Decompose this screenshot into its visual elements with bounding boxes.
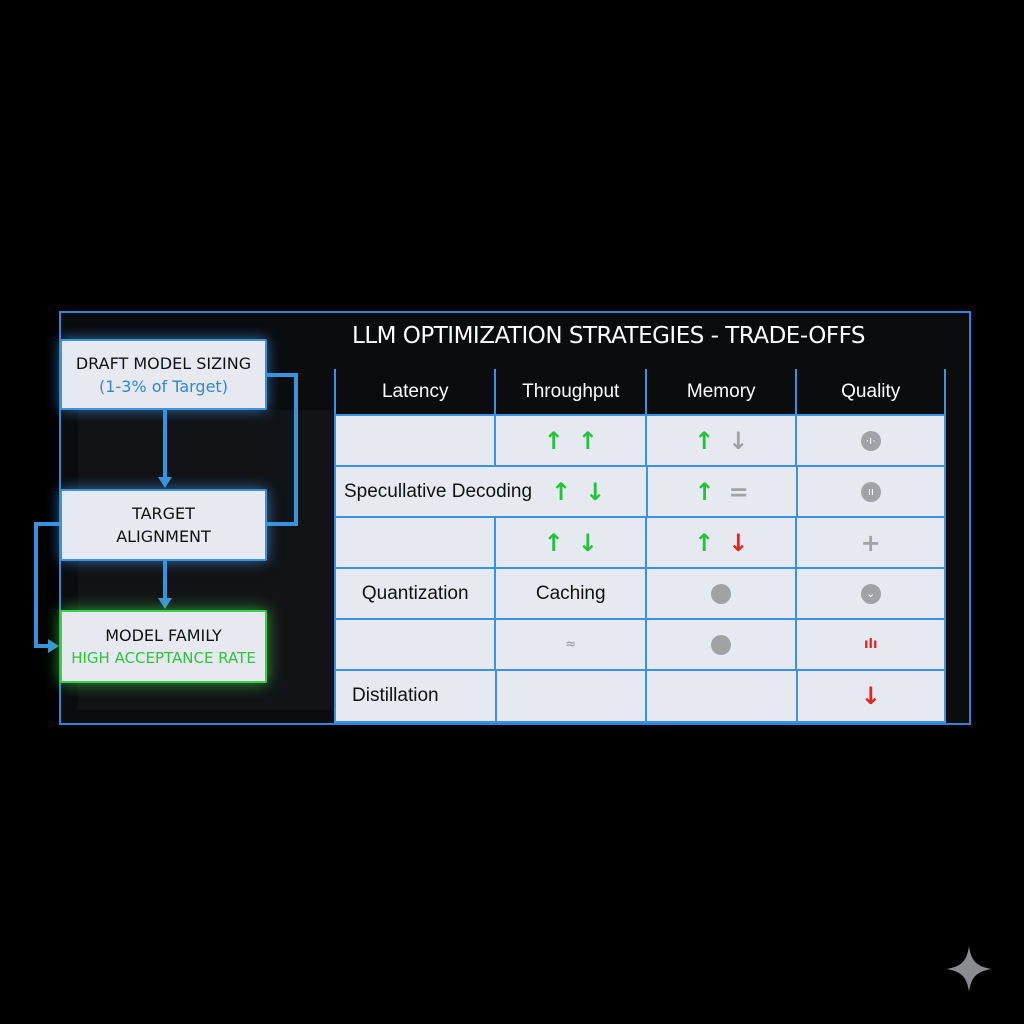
- box-title: DRAFT MODEL SIZING: [75, 353, 252, 373]
- column-header-throughput: Throughput: [496, 369, 647, 414]
- connector: [163, 409, 167, 479]
- connector: [294, 373, 298, 526]
- sparkle-icon: [946, 946, 992, 992]
- arrow-up-icon: ↑: [543, 426, 564, 455]
- arrow-down-icon: [158, 477, 172, 488]
- bar-chart-icon: ılı: [864, 637, 878, 652]
- table-cell: Caching: [496, 569, 647, 618]
- target-alignment-box: TARGET ALIGNMENT: [60, 489, 267, 561]
- table-body: ↑↑↑↓·ı·Specullative Decoding↑↓↑=ıı↑↓↑↓+Q…: [334, 414, 946, 723]
- table-cell: [336, 620, 497, 669]
- table-cell: Specullative Decoding: [336, 467, 532, 516]
- arrow-up-icon: ↑: [577, 426, 598, 455]
- model-family-box: MODEL FAMILY HIGH ACCEPTANCE RATE: [60, 610, 267, 683]
- table-row: ↑↑↑↓·ı·: [336, 416, 944, 467]
- circle-icon: [711, 583, 732, 604]
- table-cell: ↑↓: [647, 416, 798, 465]
- cell-text: Caching: [535, 582, 606, 604]
- table-cell: [647, 569, 798, 618]
- cell-text: Distillation: [352, 685, 439, 706]
- table-row: Distillation ↓: [336, 671, 944, 721]
- arrow-right-icon: [48, 639, 59, 653]
- arrow-down-icon: [158, 598, 172, 609]
- column-header-memory: Memory: [647, 369, 798, 414]
- table-row: ≈ ılı: [336, 620, 944, 671]
- pause-dot-icon: ıı: [860, 481, 881, 502]
- table-row: Quantization Caching ⌄: [336, 569, 944, 620]
- arrow-up-icon: ↑: [694, 477, 715, 506]
- table-cell: ılı: [797, 620, 944, 669]
- table-cell: [497, 671, 648, 721]
- connector: [163, 560, 167, 600]
- table-cell: ↑↓: [647, 518, 798, 567]
- column-header-latency: Latency: [336, 369, 497, 414]
- circle-icon: [711, 634, 732, 655]
- arrow-down-icon: ↓: [585, 477, 606, 506]
- arrow-up-icon: ↑: [694, 528, 715, 557]
- arrow-down-icon: ↓: [860, 682, 881, 710]
- table-cell: ↑=: [648, 467, 798, 516]
- plus-icon: +: [860, 528, 881, 557]
- connector: [34, 522, 38, 648]
- na-mark-icon: ≈: [565, 637, 577, 652]
- table-cell: ↑↓: [496, 518, 647, 567]
- table-row: Specullative Decoding↑↓↑=ıı: [336, 467, 944, 518]
- table-cell: Quantization: [336, 569, 497, 618]
- connector: [267, 522, 298, 526]
- cell-text: Specullative Decoding: [344, 480, 533, 502]
- table-cell: Distillation: [336, 671, 497, 721]
- connector: [34, 522, 60, 526]
- table-cell: ↓: [798, 671, 945, 721]
- page-title: LLM OPTIMIZATION STRATEGIES - TRADE-OFFS: [352, 323, 866, 349]
- box-subtitle: HIGH ACCEPTANCE RATE: [71, 648, 256, 667]
- arrow-up-icon: ↑: [551, 477, 572, 506]
- column-header-quality: Quality: [797, 369, 946, 414]
- connector: [267, 373, 298, 377]
- box-subtitle: (1-3% of Target): [99, 376, 228, 396]
- table-cell: [336, 518, 497, 567]
- audio-dot-icon: ·ı·: [860, 430, 881, 451]
- arrow-up-icon: ↑: [694, 426, 715, 455]
- table-cell: ıı: [798, 467, 944, 516]
- equals-icon: =: [728, 477, 749, 506]
- arrow-down-icon: ↓: [577, 528, 598, 557]
- table-cell: ↑↑: [496, 416, 647, 465]
- table-cell: ·ı·: [797, 416, 944, 465]
- connector: [34, 644, 49, 648]
- arrow-up-icon: ↑: [543, 528, 564, 557]
- table-cell: [647, 620, 798, 669]
- arrow-down-icon: ↓: [728, 426, 749, 455]
- chevron-down-circle-icon: ⌄: [860, 583, 881, 604]
- box-line1: TARGET: [132, 504, 195, 523]
- box-title: MODEL FAMILY: [105, 625, 222, 645]
- draft-model-sizing-box: DRAFT MODEL SIZING (1-3% of Target): [60, 339, 267, 410]
- arrow-down-icon: ↓: [728, 528, 749, 557]
- table-cell: ⌄: [797, 569, 944, 618]
- cell-text: Quantization: [361, 582, 469, 604]
- table-cell: [336, 416, 497, 465]
- table-cell: +: [797, 518, 944, 567]
- table-cell: [647, 671, 798, 721]
- table-cell: ↑↓: [497, 467, 648, 516]
- box-line2: ALIGNMENT: [116, 527, 211, 546]
- table-row: ↑↓↑↓+: [336, 518, 944, 569]
- table-cell: ≈: [496, 620, 647, 669]
